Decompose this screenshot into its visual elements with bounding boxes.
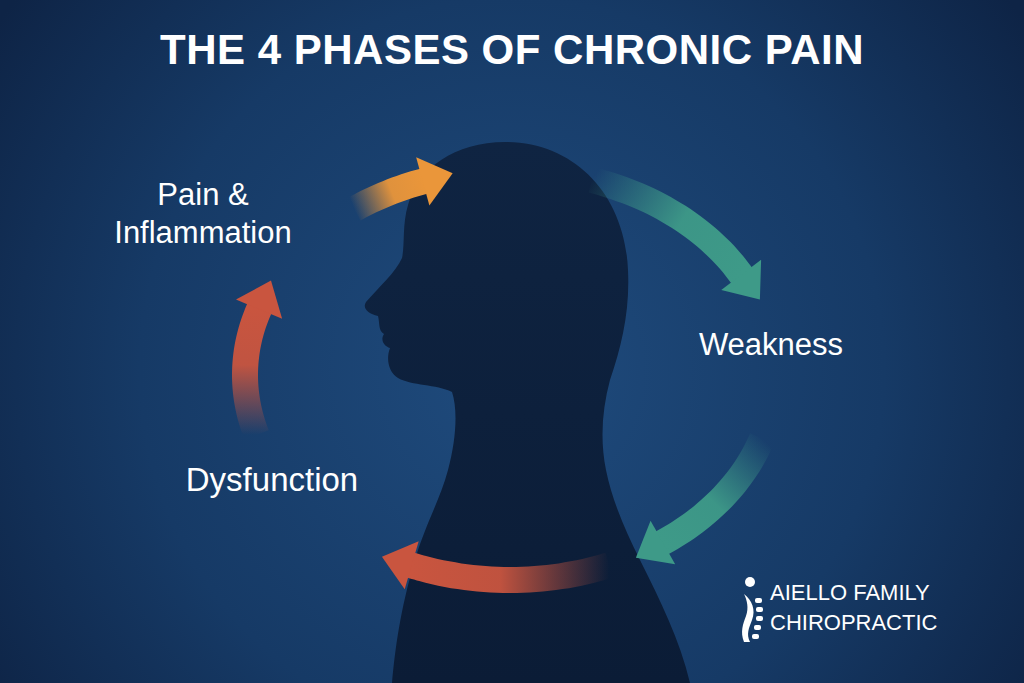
arrow-head [636, 521, 675, 565]
head-silhouette [365, 142, 690, 683]
arrow-head [236, 281, 282, 319]
phase-label: Dysfunction [160, 460, 384, 500]
diagram-title: THE 4 PHASES OF CHRONIC PAIN [0, 26, 1024, 74]
arrow-head [416, 157, 453, 205]
cycle-arrow [354, 157, 761, 299]
phase-label: Pain & Inflammation [83, 176, 323, 252]
arrow-band [354, 181, 423, 209]
phase-label: Weakness [676, 326, 866, 364]
cycle-arrow [236, 281, 282, 435]
arrow-band [592, 180, 742, 276]
phase-node: Pain & Inflammation [83, 176, 323, 252]
cycle-arrow [382, 438, 762, 589]
logo-text: AIELLO FAMILY CHIROPRACTIC [770, 578, 970, 637]
phase-node: Weakness [676, 326, 866, 364]
arrow-band [662, 438, 762, 543]
arrow-head [721, 260, 761, 300]
arrow-band [411, 565, 610, 580]
logo-icon [742, 577, 763, 642]
arrow-head [382, 541, 419, 589]
arrow-band [245, 308, 259, 435]
phase-node: Dysfunction [160, 460, 384, 500]
